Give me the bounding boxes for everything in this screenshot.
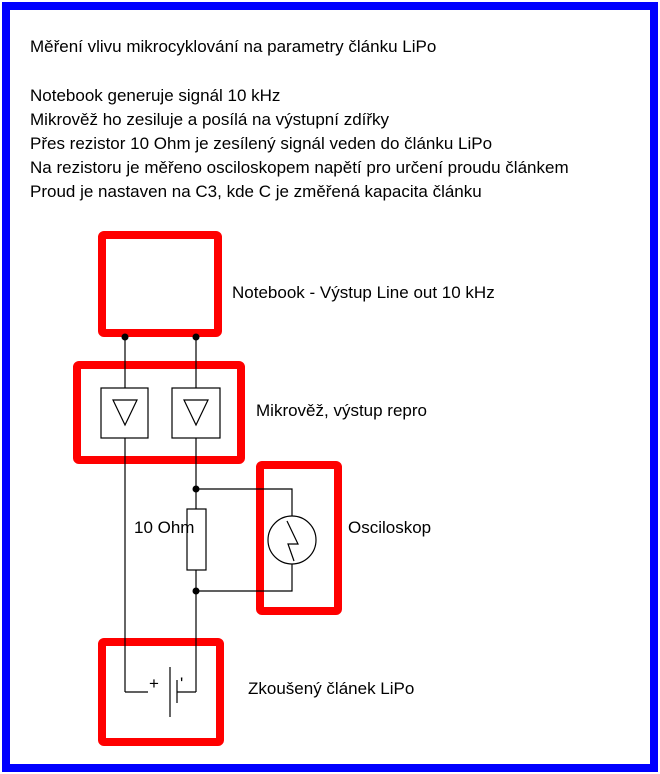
amplifier-label: Mikrověž, výstup repro: [256, 401, 427, 420]
oscilloscope-box: [256, 461, 342, 615]
battery-plus-sign: +: [149, 674, 159, 693]
amplifier-icon: [100, 387, 149, 439]
resistor-label: 10 Ohm: [134, 518, 194, 537]
oscilloscope-icon: [267, 515, 317, 565]
amplifier-icon: [171, 387, 221, 439]
battery-label: Zkoušený článek LiPo: [248, 679, 414, 698]
description-line: Na rezistoru je měřeno osciloskopem napě…: [30, 158, 569, 177]
battery-icon: [169, 667, 178, 717]
notebook-box: [98, 231, 222, 337]
notebook-label: Notebook - Výstup Line out 10 kHz: [232, 283, 495, 302]
amplifier-box: [73, 361, 245, 464]
oscilloscope-label: Osciloskop: [348, 518, 431, 537]
title: Měření vlivu mikrocyklování na parametry…: [30, 37, 436, 56]
description-line: Notebook generuje signál 10 kHz: [30, 86, 280, 105]
battery-box: [98, 638, 224, 746]
battery-minus-sign: ': [180, 674, 183, 693]
resistor-icon: [186, 508, 207, 571]
description-line: Proud je nastaven na C3, kde C je změřen…: [30, 182, 482, 201]
junction-dots: [121, 333, 200, 595]
description-line: Mikrověž ho zesiluje a posílá na výstupn…: [30, 110, 390, 129]
description-line: Přes rezistor 10 Ohm je zesílený signál …: [30, 134, 492, 153]
